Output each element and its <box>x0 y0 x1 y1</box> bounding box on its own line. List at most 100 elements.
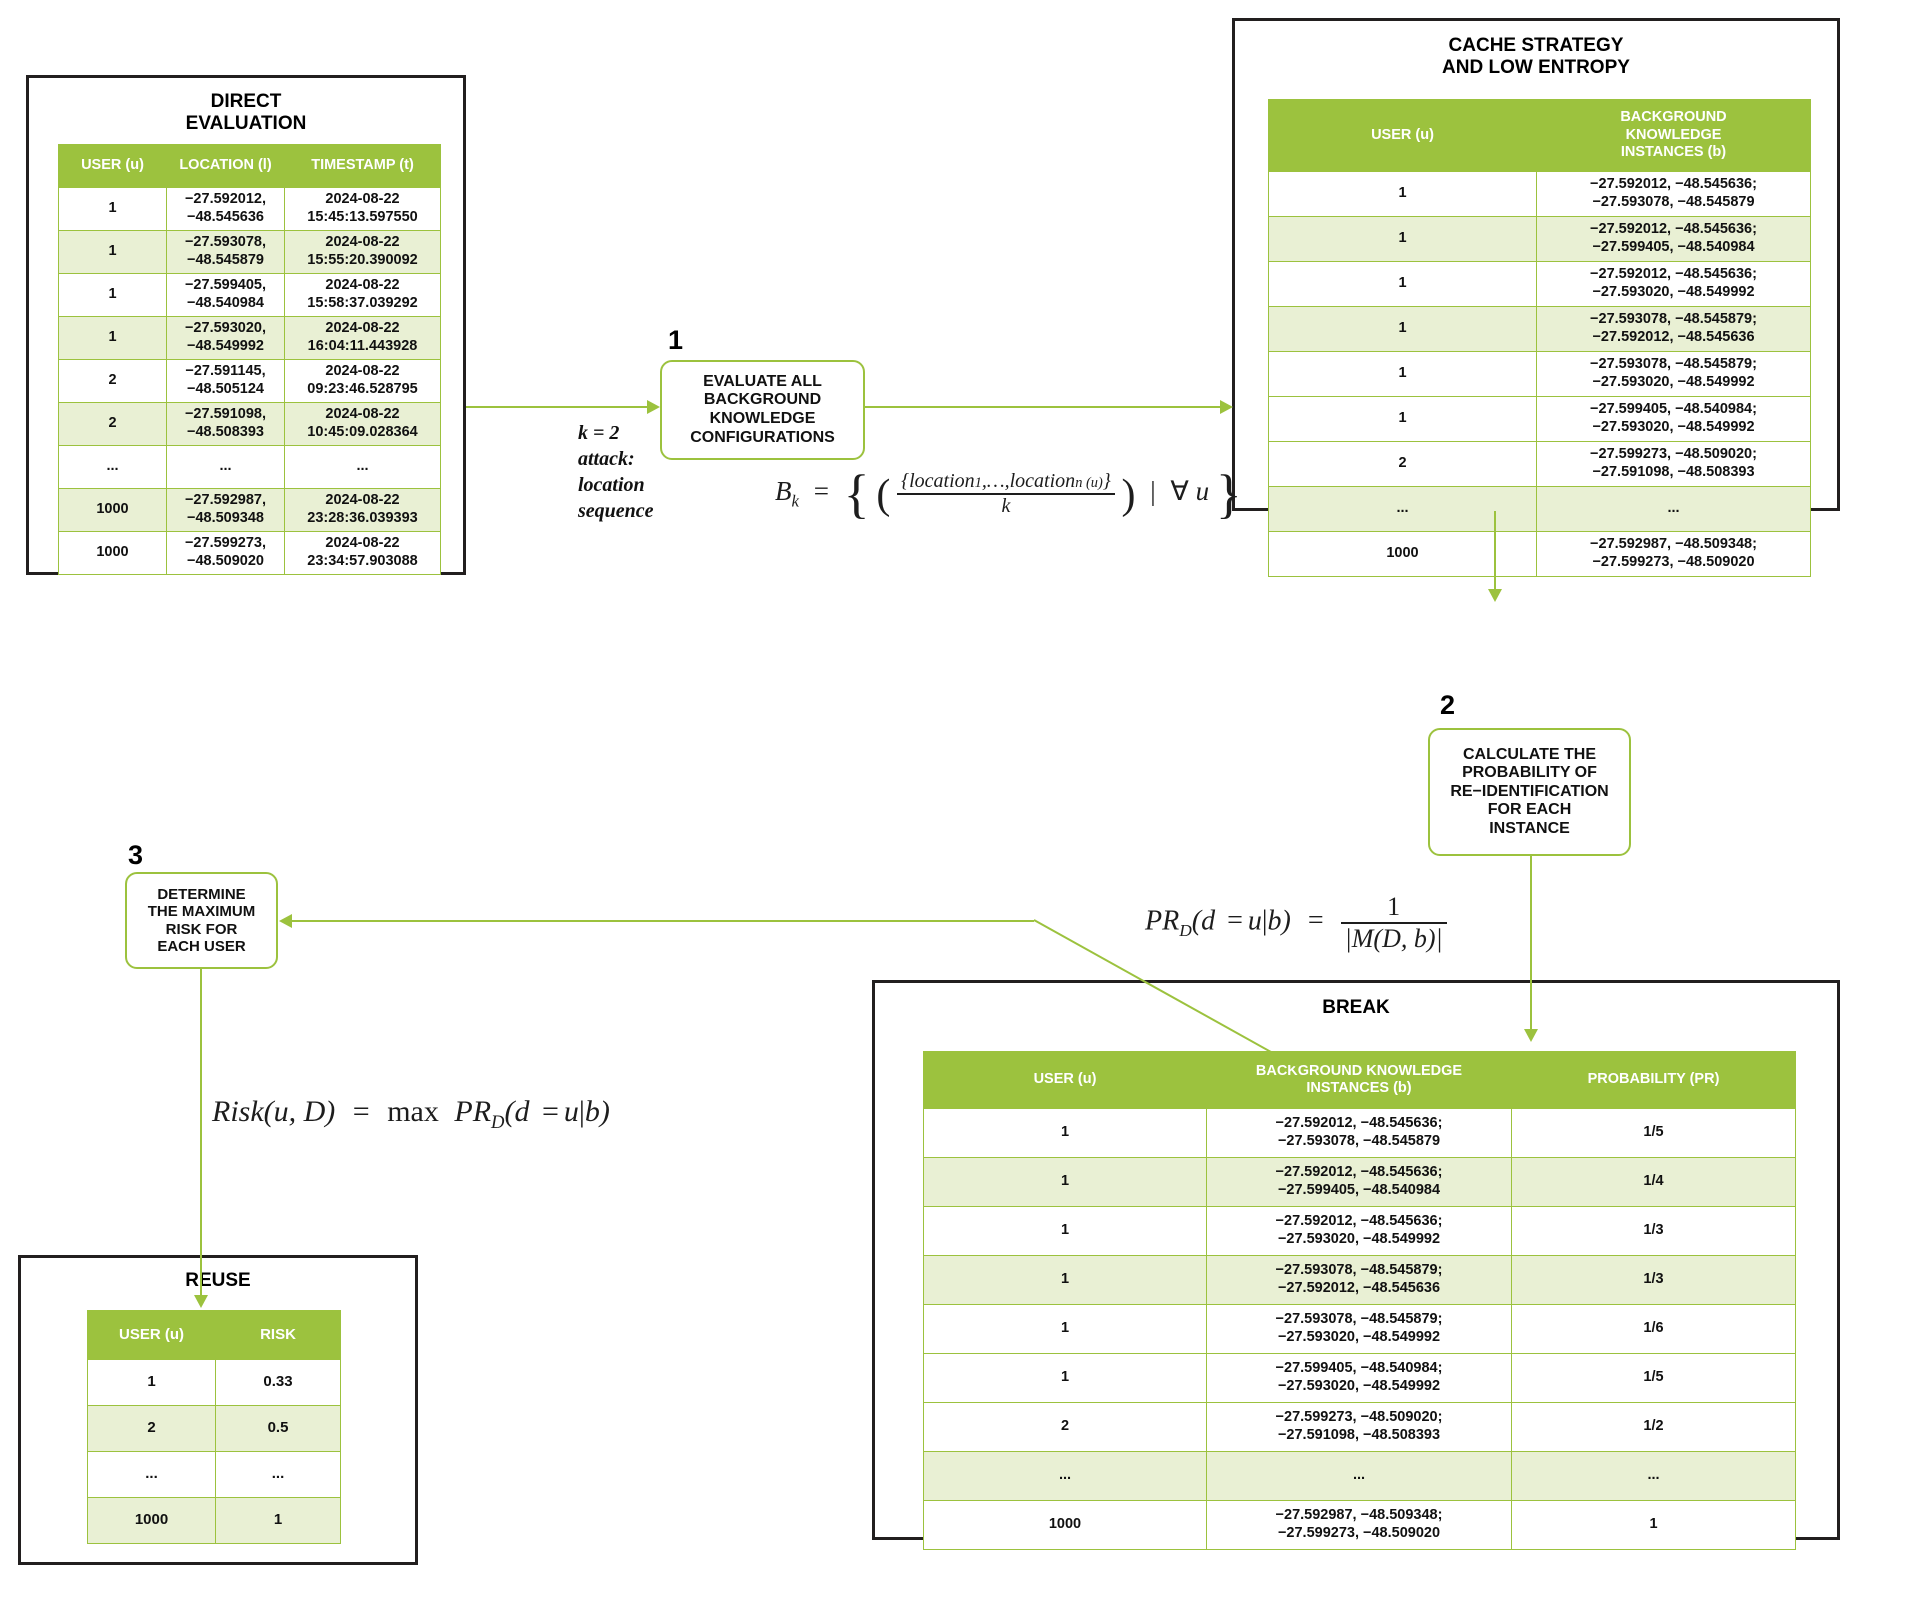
attack-annotation: k = 2 attack: location sequence <box>578 422 654 522</box>
cell-location: −27.599273, −48.509020 <box>166 531 285 575</box>
cell-risk: ... <box>215 1451 341 1498</box>
cell-instances: −27.599273, −48.509020; −27.591098, −48.… <box>1536 441 1811 487</box>
cell-user: 1 <box>923 1353 1207 1403</box>
cell-user: 2 <box>87 1405 216 1452</box>
column-header-instances: BACKGROUND KNOWLEDGE INSTANCES (b) <box>1206 1051 1512 1109</box>
cell-instances: −27.592012, −48.545636; −27.593020, −48.… <box>1536 261 1811 307</box>
formula-risk: Risk(u, D) = max PRD(d =u|b) <box>212 1095 610 1133</box>
table-row: 1000−27.592987, −48.509348; −27.599273, … <box>1268 531 1811 577</box>
cell-user: 1 <box>1268 306 1537 352</box>
cell-user: 1 <box>923 1255 1207 1305</box>
cell-user: 1000 <box>58 488 167 532</box>
step-3-number: 3 <box>128 840 144 870</box>
cell-timestamp: 2024-08-22 23:34:57.903088 <box>284 531 441 575</box>
direct-evaluation-title: DIRECT EVALUATION <box>185 91 307 135</box>
cell-instances: −27.593078, −48.545879; −27.593020, −48.… <box>1206 1304 1512 1354</box>
cell-instances: ... <box>1536 486 1811 532</box>
column-header-probability: PROBABILITY (PR) <box>1511 1051 1796 1109</box>
cell-user: 2 <box>58 359 167 403</box>
cell-instances: −27.593078, −48.545879; −27.592012, −48.… <box>1206 1255 1512 1305</box>
cell-location: −27.592987, −48.509348 <box>166 488 285 532</box>
arrow-step3-to-reuse <box>194 1295 208 1308</box>
table-row: 1−27.599405, −48.540984; −27.593020, −48… <box>1268 396 1811 442</box>
cell-instances: −27.592987, −48.509348; −27.599273, −48.… <box>1536 531 1811 577</box>
cell-probability: 1 <box>1511 1500 1796 1550</box>
cell-user: ... <box>58 445 167 489</box>
step-3-box[interactable]: DETERMINE THE MAXIMUM RISK FOR EACH USER <box>125 872 278 969</box>
column-header-timestamp: TIMESTAMP (t) <box>284 144 441 188</box>
connector-cache-to-step2 <box>1494 511 1496 592</box>
cache-strategy-table: USER (u) BACKGROUND KNOWLEDGE INSTANCES … <box>1268 99 1811 577</box>
cell-user: 1 <box>1268 171 1537 217</box>
cell-instances: −27.592012, −48.545636; −27.599405, −48.… <box>1206 1157 1512 1207</box>
cell-instances: −27.593078, −48.545879; −27.593020, −48.… <box>1536 351 1811 397</box>
cell-location: −27.591145, −48.505124 <box>166 359 285 403</box>
formula-bk: Bk = { ( {location1,…,locationn (u)} k )… <box>775 464 1242 525</box>
cell-timestamp: 2024-08-22 10:45:09.028364 <box>284 402 441 446</box>
cell-user: ... <box>87 1451 216 1498</box>
cell-timestamp: 2024-08-22 15:58:37.039292 <box>284 273 441 317</box>
cell-user: 1 <box>87 1359 216 1406</box>
cell-user: 1 <box>58 273 167 317</box>
reuse-title: REUSE <box>185 1270 251 1291</box>
column-header-instances: BACKGROUND KNOWLEDGE INSTANCES (b) <box>1536 99 1811 172</box>
table-row: ......... <box>58 445 441 489</box>
cell-location: −27.591098, −48.508393 <box>166 402 285 446</box>
cell-instances: −27.592012, −48.545636; −27.593020, −48.… <box>1206 1206 1512 1256</box>
cell-instances: −27.599273, −48.509020; −27.591098, −48.… <box>1206 1402 1512 1452</box>
cell-probability: 1/6 <box>1511 1304 1796 1354</box>
table-row: 1000−27.592987, −48.509348; −27.599273, … <box>923 1500 1796 1550</box>
break-panel: BREAK USER (u) BACKGROUND KNOWLEDGE INST… <box>872 980 1840 1550</box>
direct-evaluation-table: USER (u) LOCATION (l) TIMESTAMP (t) 1−27… <box>58 144 441 575</box>
cell-instances: −27.592987, −48.509348; −27.599273, −48.… <box>1206 1500 1512 1550</box>
cell-timestamp: 2024-08-22 23:28:36.039393 <box>284 488 441 532</box>
table-row: 1−27.592012, −48.545636; −27.599405, −48… <box>923 1157 1796 1207</box>
cell-user: ... <box>1268 486 1537 532</box>
arrow-step1-to-cache <box>1220 400 1233 414</box>
break-table: USER (u) BACKGROUND KNOWLEDGE INSTANCES … <box>923 1051 1796 1550</box>
cell-timestamp: 2024-08-22 09:23:46.528795 <box>284 359 441 403</box>
cell-user: 1 <box>923 1304 1207 1354</box>
cell-location: −27.593020, −48.549992 <box>166 316 285 360</box>
column-header-user: USER (u) <box>87 1310 216 1360</box>
table-row: 1−27.593078, −48.545879; −27.592012, −48… <box>923 1255 1796 1305</box>
cell-user: 1 <box>923 1206 1207 1256</box>
direct-evaluation-panel: DIRECT EVALUATION USER (u) LOCATION (l) … <box>26 75 466 575</box>
cache-strategy-title: CACHE STRATEGY AND LOW ENTROPY <box>1442 35 1630 79</box>
step-2-number: 2 <box>1440 690 1456 720</box>
connector-step2-to-break <box>1530 856 1532 1032</box>
step-3-label: DETERMINE THE MAXIMUM RISK FOR EACH USER <box>147 885 256 955</box>
cell-user: 1 <box>1268 261 1537 307</box>
cell-user: 1000 <box>1268 531 1537 577</box>
step-1-box[interactable]: EVALUATE ALL BACKGROUND KNOWLEDGE CONFIG… <box>660 360 865 460</box>
cell-instances: −27.599405, −48.540984; −27.593020, −48.… <box>1206 1353 1512 1403</box>
column-header-risk: RISK <box>215 1310 341 1360</box>
cell-user: 1 <box>923 1157 1207 1207</box>
cell-location: ... <box>166 445 285 489</box>
connector-direct-to-step1 <box>466 406 647 408</box>
cell-user: 1000 <box>58 531 167 575</box>
table-row: 1−27.593078, −48.545879; −27.592012, −48… <box>1268 306 1811 352</box>
cell-probability: 1/5 <box>1511 1353 1796 1403</box>
step-2-box[interactable]: CALCULATE THE PROBABILITY OF RE−IDENTIFI… <box>1428 728 1631 856</box>
cell-location: −27.592012, −48.545636 <box>166 187 285 231</box>
cell-timestamp: 2024-08-22 15:45:13.597550 <box>284 187 441 231</box>
cell-timestamp: ... <box>284 445 441 489</box>
table-row: ......... <box>923 1451 1796 1501</box>
arrow-direct-to-step1 <box>647 400 660 414</box>
cell-probability: 1/2 <box>1511 1402 1796 1452</box>
cell-probability: ... <box>1511 1451 1796 1501</box>
cell-user: 1 <box>58 187 167 231</box>
table-row: 1−27.593078, −48.545879; −27.593020, −48… <box>1268 351 1811 397</box>
table-row: 2−27.599273, −48.509020; −27.591098, −48… <box>923 1402 1796 1452</box>
cell-timestamp: 2024-08-22 15:55:20.390092 <box>284 230 441 274</box>
column-header-location: LOCATION (l) <box>166 144 285 188</box>
